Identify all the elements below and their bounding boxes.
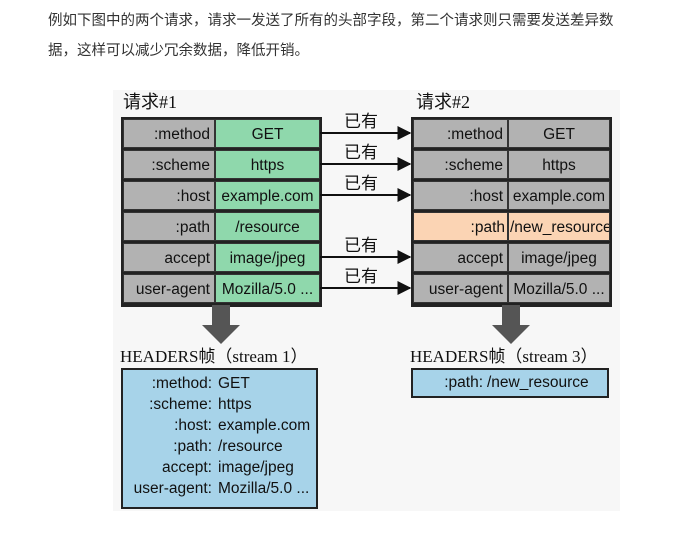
frame2-title: HEADERS帧（stream 3） (410, 347, 598, 366)
frame1-row: accept: image/jpeg (123, 457, 316, 478)
request2-value: https (508, 150, 610, 179)
frame1-row: :host: example.com (123, 415, 316, 436)
request2-key: :scheme (413, 150, 508, 179)
frame1-key: accept: (162, 459, 212, 476)
headers-frame-stream3: :path: /new_resource (411, 368, 609, 398)
request1-value: https (215, 150, 320, 179)
request2-row: :scheme https (413, 150, 610, 179)
frame1-value: image/jpeg (218, 459, 294, 476)
request1-key: accept (123, 243, 215, 272)
arrow-label: 已有 (344, 143, 378, 163)
frame1-key: :path: (173, 438, 212, 455)
down-arrow-1 (202, 305, 240, 344)
arrow-label: 已有 (344, 174, 378, 194)
frame1-value: Mozilla/5.0 ... (218, 480, 310, 497)
frame1-key: :host: (174, 417, 212, 434)
frame2-value: /new_resource (487, 374, 589, 391)
frame1-value: https (218, 396, 252, 413)
request2-key: :host (413, 181, 508, 210)
intro-text: 例如下图中的两个请求，请求一发送了所有的头部字段，第二个请求则只需要发送差异数 … (48, 6, 678, 66)
request1-table: :method GET :scheme https :host example.… (121, 117, 322, 307)
frame1-key: user-agent: (133, 480, 212, 497)
intro-line-1: 例如下图中的两个请求，请求一发送了所有的头部字段，第二个请求则只需要发送差异数 (48, 13, 614, 29)
headers-frame-stream1: :method: GET :scheme: https :host: examp… (121, 368, 318, 509)
request1-value: example.com (215, 181, 320, 210)
frame1-row: :path: /resource (123, 436, 316, 457)
intro-line-2: 据，这样可以减少冗余数据，降低开销。 (48, 43, 309, 59)
frame1-value: GET (218, 375, 250, 392)
request1-row: user-agent Mozilla/5.0 ... (123, 274, 320, 303)
request1-value: image/jpeg (215, 243, 320, 272)
request2-value: /new_resource (508, 212, 610, 241)
frame1-row: user-agent: Mozilla/5.0 ... (123, 478, 316, 499)
request1-value: GET (215, 119, 320, 148)
request1-key: :host (123, 181, 215, 210)
request1-value: Mozilla/5.0 ... (215, 274, 320, 303)
frame1-value: example.com (218, 417, 311, 434)
request2-row: :method GET (413, 119, 610, 148)
request1-row: accept image/jpeg (123, 243, 320, 272)
request1-value: /resource (215, 212, 320, 241)
frame1-title: HEADERS帧（stream 1） (120, 347, 308, 366)
frame1-key: :method: (151, 375, 212, 392)
request2-key: :path (413, 212, 508, 241)
frame2-key: :path: (444, 374, 483, 391)
request1-key: user-agent (123, 274, 215, 303)
request2-value: example.com (508, 181, 610, 210)
request1-key: :scheme (123, 150, 215, 179)
arrow-label: 已有 (344, 236, 378, 256)
request2-row: :host example.com (413, 181, 610, 210)
down-arrow-2 (492, 305, 530, 344)
request2-row: user-agent Mozilla/5.0 ... (413, 274, 610, 303)
request1-key: :path (123, 212, 215, 241)
request2-key: :method (413, 119, 508, 148)
request2-value: Mozilla/5.0 ... (508, 274, 610, 303)
frame1-row: :method: GET (123, 373, 316, 394)
request1-row: :scheme https (123, 150, 320, 179)
request2-table: :method GET :scheme https :host example.… (411, 117, 612, 307)
request1-row: :host example.com (123, 181, 320, 210)
frame2-row: :path: /new_resource (413, 372, 607, 393)
request2-key: accept (413, 243, 508, 272)
request2-title: 请求#2 (416, 92, 470, 112)
request1-row: :path /resource (123, 212, 320, 241)
request2-row: accept image/jpeg (413, 243, 610, 272)
frame1-key: :scheme: (149, 396, 212, 413)
request1-title: 请求#1 (123, 92, 177, 112)
request2-row-changed: :path /new_resource (413, 212, 610, 241)
request2-value: GET (508, 119, 610, 148)
request2-key: user-agent (413, 274, 508, 303)
request2-value: image/jpeg (508, 243, 610, 272)
request1-row: :method GET (123, 119, 320, 148)
arrow-label: 已有 (344, 112, 378, 132)
arrow-label: 已有 (344, 267, 378, 287)
request1-key: :method (123, 119, 215, 148)
frame1-value: /resource (218, 438, 283, 455)
frame1-row: :scheme: https (123, 394, 316, 415)
